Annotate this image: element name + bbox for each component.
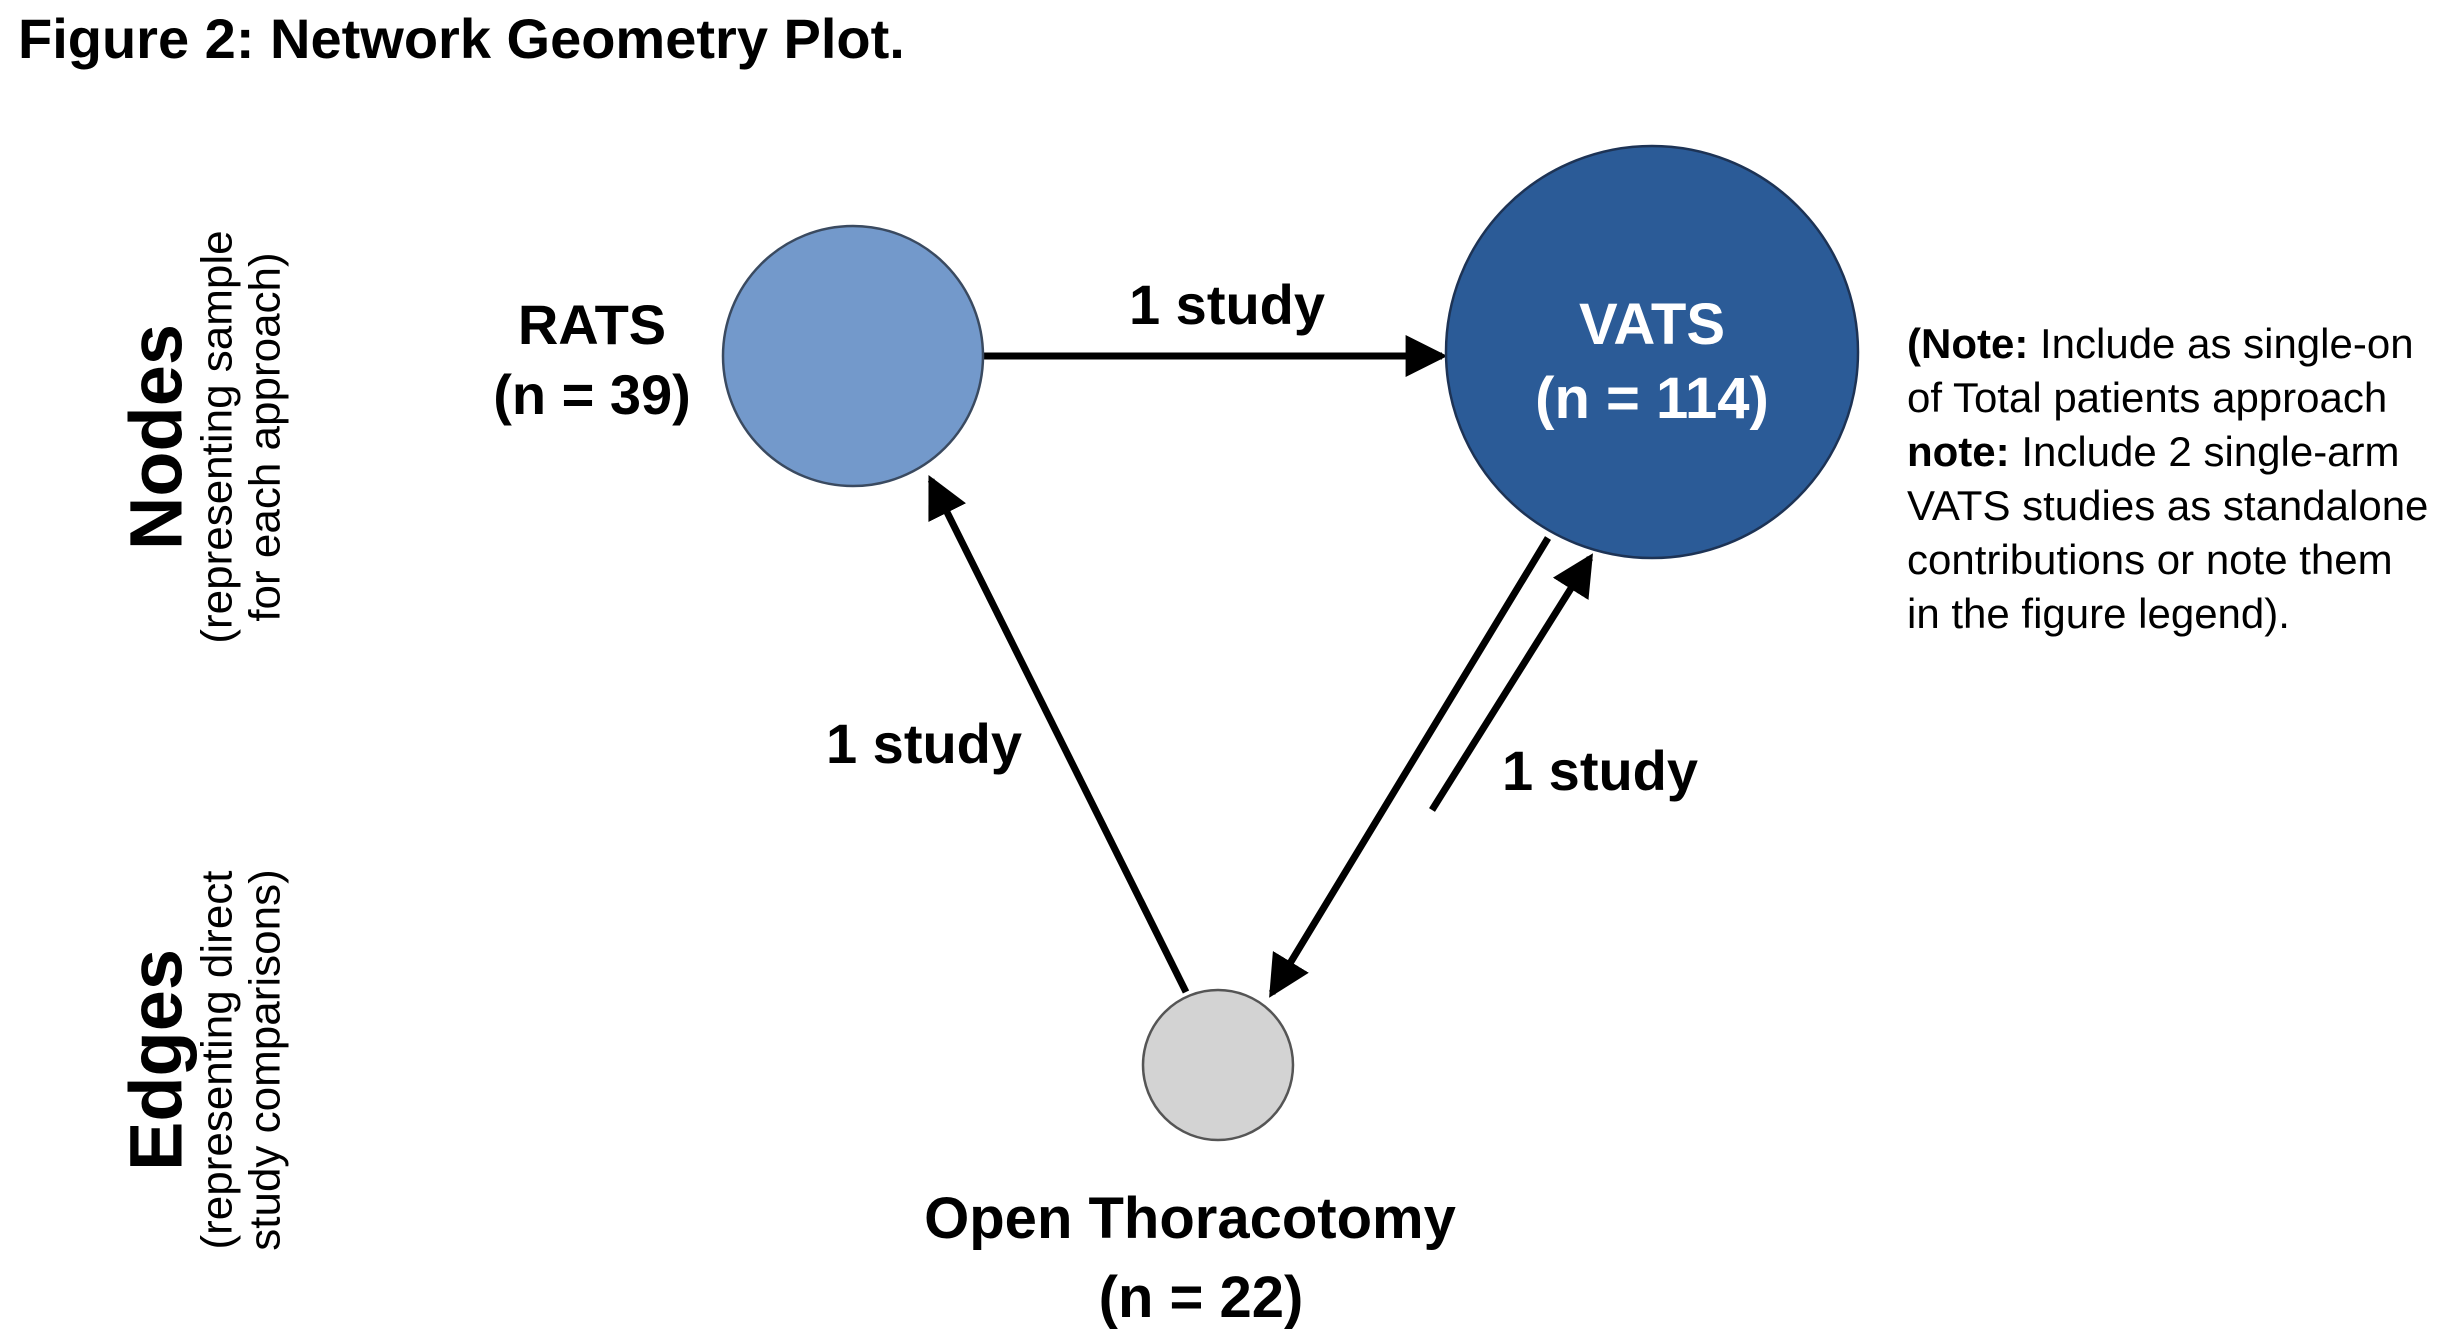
edge-label-rats-vats: 1 study: [1129, 273, 1325, 336]
edge-vats-to-open: [1269, 536, 1551, 998]
node-rats-count: (n = 39): [493, 363, 691, 426]
note-line-1-bold: (Note:: [1907, 320, 2029, 367]
note-text: (Note: Include as single-on of Total pat…: [1907, 317, 2447, 641]
note-line-4: VATS studies as standalone: [1907, 482, 2429, 529]
edge-open-to-rats: [927, 474, 1190, 994]
note-line-5: contributions or note them: [1907, 536, 2393, 583]
edge-open-to-vats: [1429, 553, 1593, 812]
node-rats: [721, 224, 985, 488]
edge-label-open-rats: 1 study: [826, 712, 1022, 775]
note-line-6: in the figure legend).: [1907, 590, 2290, 637]
note-line-3-bold: note:: [1907, 428, 2010, 475]
note-line-3: note: Include 2 single-arm: [1907, 425, 2447, 479]
note-line-2: of Total patients approach: [1907, 374, 2388, 421]
node-open-name: Open Thoracotomy: [924, 1186, 1456, 1251]
note-line-1-text: Include as single-on: [2028, 320, 2414, 367]
node-vats-name: VATS: [1579, 292, 1725, 357]
note-line-3-text: Include 2 single-arm: [2009, 428, 2400, 475]
node-vats: [1444, 144, 1860, 560]
note-line-1: (Note: Include as single-on: [1907, 317, 2447, 371]
figure-title: Figure 2: Network Geometry Plot.: [18, 7, 905, 70]
node-open-thoracotomy: [1141, 988, 1295, 1142]
node-rats-name: RATS: [518, 293, 666, 356]
edge-label-open-vats: 1 study: [1502, 739, 1698, 802]
node-open-count: (n = 22): [1099, 1265, 1304, 1330]
node-vats-count: (n = 114): [1535, 366, 1769, 431]
